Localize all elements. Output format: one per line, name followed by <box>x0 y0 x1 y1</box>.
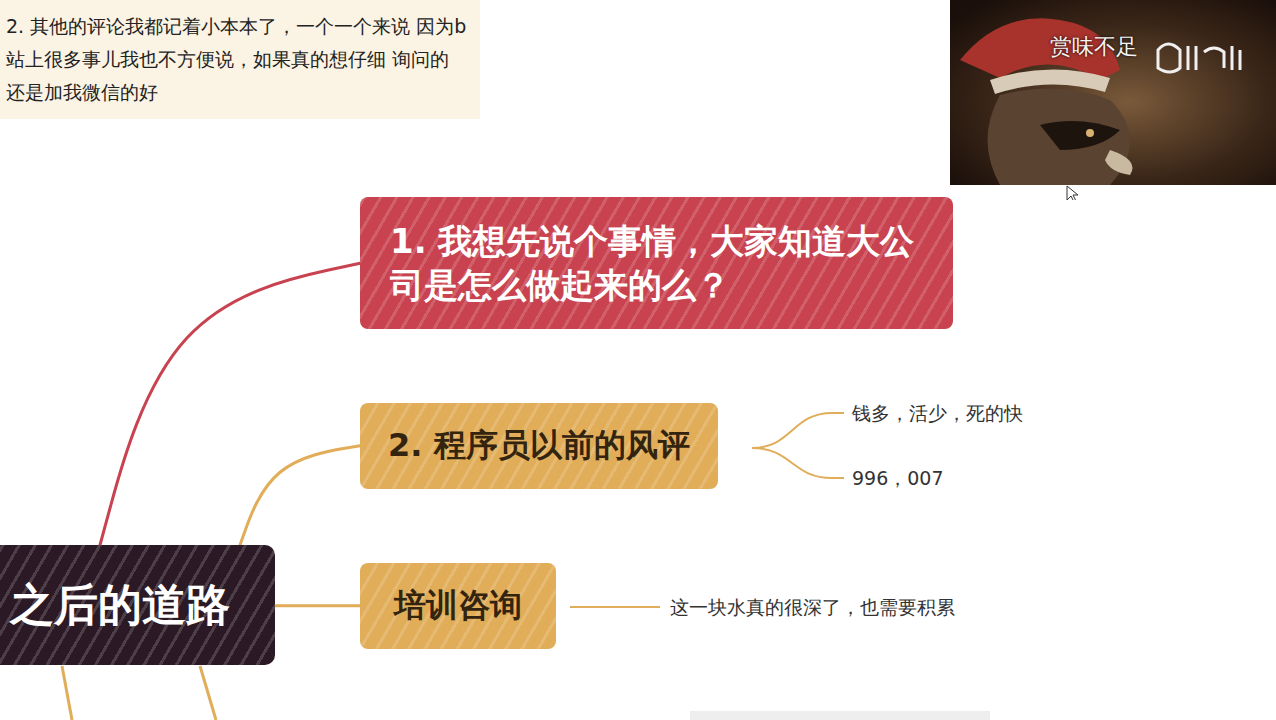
topic-text: 培训咨询 <box>394 585 522 627</box>
note-box: 2. 其他的评论我都记着小本本了，一个一个来说 因为b站上很多事儿我也不方便说，… <box>0 0 480 119</box>
topic-text: 2. 程序员以前的风评 <box>388 425 690 467</box>
branch-line <box>62 666 72 720</box>
raccoon-snout <box>1105 150 1133 175</box>
scroll-bar <box>690 711 990 720</box>
raccoon-head <box>988 89 1131 185</box>
note-text: 2. 其他的评论我都记着小本本了，一个一个来说 因为b站上很多事儿我也不方便说，… <box>6 10 468 109</box>
leaf-line <box>752 448 844 478</box>
raccoon-eye <box>1086 129 1094 137</box>
leaf-text: 996，007 <box>852 465 944 491</box>
branch-connector <box>275 604 360 607</box>
branch-connector <box>240 446 360 545</box>
branch-connector <box>100 263 360 545</box>
leaf-text: 钱多，活少，死的快 <box>852 400 1023 426</box>
branch-line <box>200 666 216 720</box>
leaf-line <box>752 413 844 448</box>
watermark-text: 赏味不足 <box>1050 34 1138 60</box>
root-box: 之后的道路 <box>0 545 275 665</box>
raccoon-mask <box>1040 121 1120 150</box>
webcam-frame <box>950 0 1276 185</box>
bilibili-logo <box>1158 44 1240 72</box>
topic-box: 2. 程序员以前的风评 <box>360 403 718 489</box>
mouse-cursor <box>1067 186 1078 200</box>
topic-text: 之后的道路 <box>10 579 230 632</box>
topic-box: 培训咨询 <box>360 563 556 649</box>
leaf-line <box>570 606 660 608</box>
topic-text: 1. 我想先说个事情，大家知道大公司是怎么做起来的么？ <box>390 219 923 307</box>
topic-box: 1. 我想先说个事情，大家知道大公司是怎么做起来的么？ <box>360 197 953 329</box>
leaf-text: 这一块水真的很深了，也需要积累 <box>670 594 955 620</box>
